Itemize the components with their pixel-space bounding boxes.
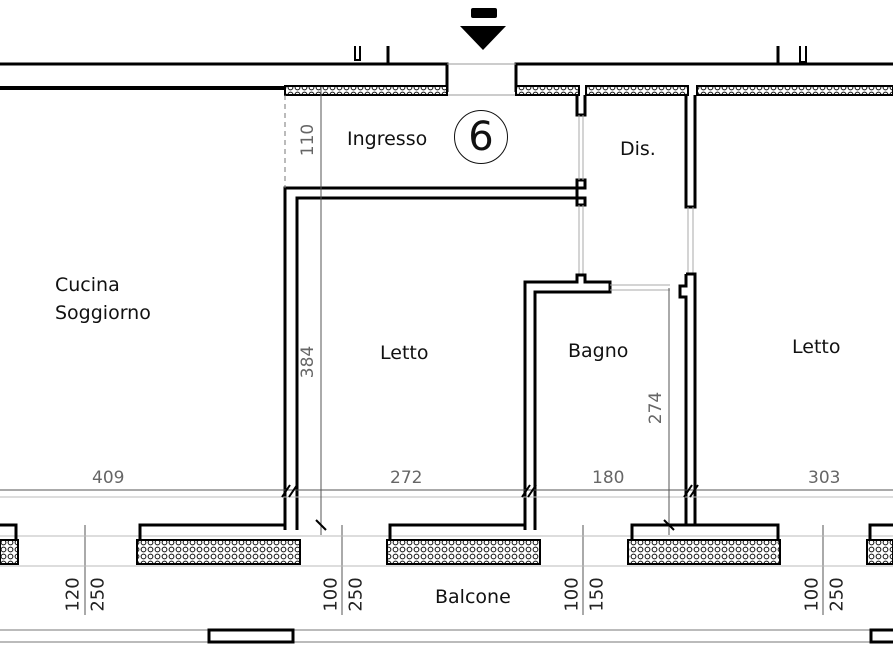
dimension-width: 303 xyxy=(808,468,841,488)
exterior-wall-top xyxy=(0,46,893,96)
room-label-balcone: Balcone xyxy=(435,586,511,608)
room-label-dis: Dis. xyxy=(620,138,656,160)
dimension-lines xyxy=(0,88,893,615)
arrow-down-icon xyxy=(460,8,506,50)
balcony-railing xyxy=(0,628,893,644)
dimension-width: 409 xyxy=(92,468,125,488)
opening-dimension: 150 xyxy=(586,577,608,612)
dimension-letto-depth: 384 xyxy=(298,345,319,379)
opening-dimension: 250 xyxy=(826,577,848,612)
opening-dimension: 250 xyxy=(87,577,109,612)
room-label-soggiorno: Soggiorno xyxy=(55,302,151,324)
interior-walls xyxy=(283,95,697,530)
exterior-wall-bottom xyxy=(0,523,893,567)
room-label-ingresso: Ingresso xyxy=(347,128,428,150)
room-label-cucina: Cucina xyxy=(55,274,120,296)
unit-number-badge: 6 xyxy=(454,110,508,164)
opening-dimension: 100 xyxy=(320,577,342,612)
opening-dimension: 100 xyxy=(561,577,583,612)
dimension-width: 272 xyxy=(390,468,423,488)
dimension-ingresso-depth: 110 xyxy=(298,123,319,157)
opening-dimension: 100 xyxy=(801,577,823,612)
room-label-letto-1: Letto xyxy=(380,342,429,364)
dimension-width: 180 xyxy=(592,468,625,488)
opening-dimension: 250 xyxy=(345,577,367,612)
opening-dimension: 120 xyxy=(62,577,84,612)
room-label-letto-2: Letto xyxy=(792,336,841,358)
dimension-bagno-depth: 274 xyxy=(646,391,667,425)
room-label-bagno: Bagno xyxy=(568,340,629,362)
